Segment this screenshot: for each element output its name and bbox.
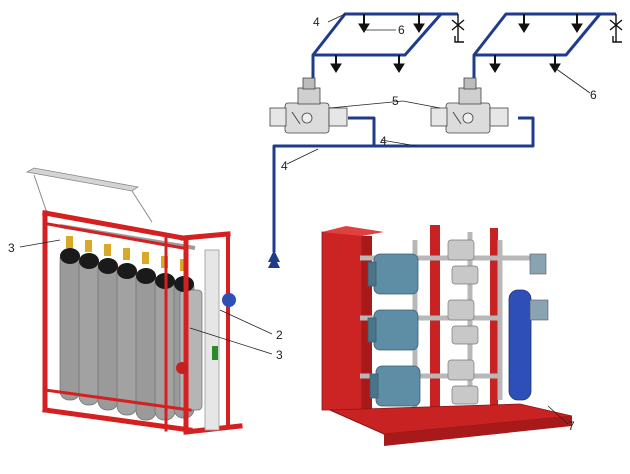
nozzle-icon bbox=[489, 55, 501, 73]
callout-network-riser: 4 bbox=[281, 159, 288, 173]
nozzle-icon bbox=[571, 14, 583, 33]
callout-manifold-pipe: 2 bbox=[276, 328, 283, 342]
callout-pump-skid: 7 bbox=[568, 419, 575, 433]
vertical-manifold-pipe bbox=[204, 249, 220, 431]
callout-network-mid: 4 bbox=[380, 134, 387, 148]
nozzle-icon bbox=[330, 55, 342, 73]
release-valve-icon bbox=[176, 362, 188, 374]
right-pipe-grid bbox=[472, 12, 602, 57]
main-distribution-pipe bbox=[348, 116, 535, 148]
pipe-network bbox=[272, 12, 616, 252]
end-valve-icon bbox=[609, 14, 623, 43]
end-valve-icon bbox=[451, 14, 465, 43]
nozzle-group bbox=[330, 14, 583, 73]
valve-unit-right bbox=[430, 77, 509, 134]
callout-nozzle-right: 6 bbox=[590, 88, 597, 102]
red-frame bbox=[42, 210, 243, 435]
indicator-icon bbox=[212, 346, 218, 360]
callout-valve: 5 bbox=[392, 94, 399, 108]
callout-cylinder-bank: 3 bbox=[276, 348, 283, 362]
nozzle-icon bbox=[518, 14, 530, 33]
control-cabinet bbox=[321, 231, 363, 411]
nozzle-icon bbox=[358, 14, 370, 33]
valve-unit-left bbox=[269, 77, 348, 134]
filter-housing bbox=[508, 289, 532, 401]
nozzle-icon bbox=[413, 14, 425, 33]
nozzle-icon bbox=[549, 55, 561, 73]
electric-motors bbox=[367, 253, 421, 407]
riser-pipe bbox=[272, 144, 374, 252]
callout-nozzle-left: 6 bbox=[398, 23, 405, 37]
pump-heads bbox=[447, 239, 479, 405]
riser-nozzle-icon bbox=[268, 250, 280, 268]
callout-frame: 3 bbox=[8, 241, 15, 255]
pump-skid bbox=[321, 225, 573, 446]
cylinder-bank bbox=[25, 167, 243, 435]
callout-network-top-left: 4 bbox=[313, 15, 320, 29]
cabinet-top bbox=[322, 226, 384, 236]
nozzle-icon bbox=[393, 55, 405, 73]
leader-lines bbox=[19, 13, 591, 425]
pressure-gauge-icon bbox=[222, 293, 236, 307]
